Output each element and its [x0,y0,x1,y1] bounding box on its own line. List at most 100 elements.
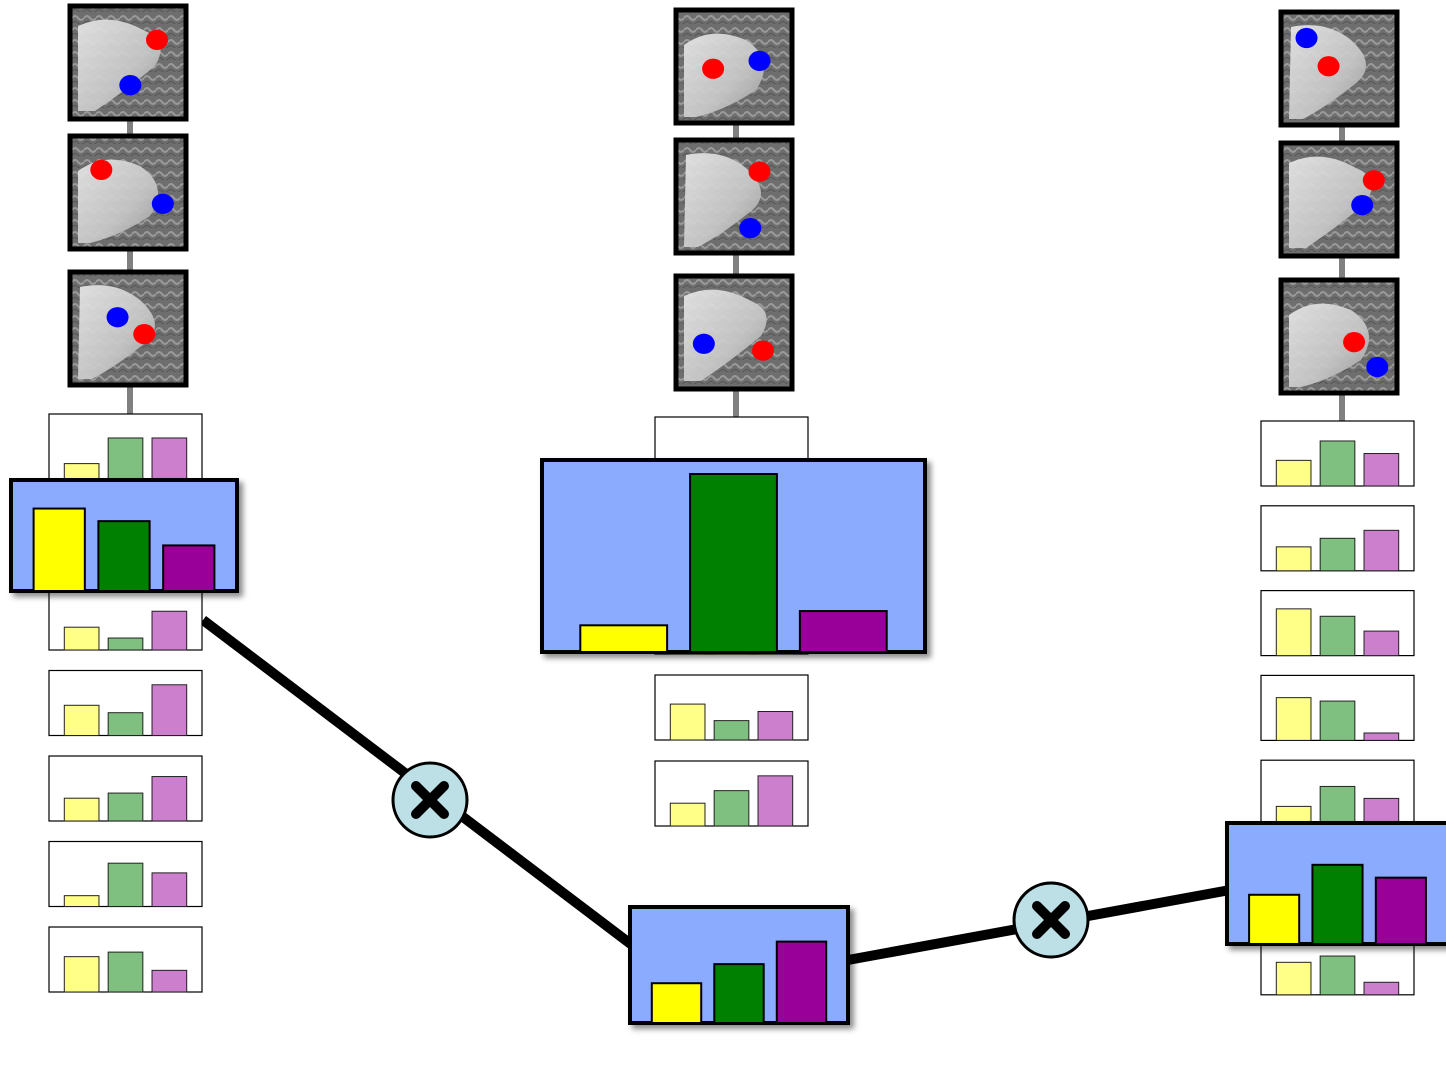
highlighted-histogram [540,458,927,654]
red-point-marker [752,340,774,361]
bar-purple [798,610,888,653]
bar-green [1311,863,1364,946]
bar-yellow [1275,697,1312,741]
histogram [48,926,203,993]
bar-green [689,473,778,653]
bar-purple [1374,876,1427,945]
blue-point-marker [1366,356,1389,378]
bar-yellow [1275,459,1312,487]
highlighted-histogram [1225,821,1446,946]
blue-point-marker [1295,27,1318,49]
bar-green [107,792,144,822]
red-point-marker [133,324,156,345]
blue-point-marker [739,218,762,239]
multiply-x-icon [411,781,449,819]
bar-yellow [32,507,86,592]
bar-green [107,437,144,480]
red-point-marker [90,159,113,181]
bar-yellow [63,463,100,480]
image-patch [1278,9,1400,128]
tissue-region [78,159,158,243]
blue-point-marker [151,193,174,214]
histogram [48,755,203,822]
bar-yellow [669,703,706,741]
histogram [654,674,809,741]
middle-column [540,7,927,1025]
tissue-region [684,153,761,247]
red-point-marker [146,29,168,51]
right-column [1225,9,1446,996]
bar-purple [151,969,188,993]
bar-green [97,520,151,592]
histogram [48,584,203,651]
image-patch [67,133,189,252]
histogram [1260,589,1415,657]
bar-yellow [1248,893,1301,946]
blue-point-marker [748,50,771,71]
red-point-marker [1362,170,1385,191]
image-patch [1278,140,1400,259]
bar-green [713,790,750,827]
bar-yellow [579,624,669,653]
multiply-node [391,761,469,839]
red-point-marker [748,161,771,182]
histogram [1260,759,1415,826]
multiply-nodes-layer [391,761,1090,959]
bar-green [1319,615,1356,657]
blue-point-marker [106,307,129,328]
selected-histogram [628,905,850,1025]
histogram [48,840,203,908]
histogram [1260,505,1415,572]
bar-yellow [63,704,100,736]
bar-green [107,637,144,651]
bar-yellow [1275,608,1312,657]
bar-purple [1363,453,1400,487]
histogram [48,669,203,737]
bar-yellow [63,956,100,993]
bar-purple [1363,732,1400,741]
blue-point-marker [1351,195,1374,216]
red-point-marker [702,58,725,79]
bar-green [107,951,144,993]
bar-yellow [669,802,706,827]
bar-purple [1363,529,1400,572]
bar-yellow [1275,961,1312,996]
histogram [1260,420,1415,487]
multiply-x-icon [1032,901,1070,939]
blue-point-marker [119,74,142,96]
red-point-marker [1343,332,1366,353]
bar-purple [162,544,216,592]
blue-point-marker [692,333,715,354]
image-patch [1278,277,1400,396]
bar-purple [757,775,794,827]
bar-green [1319,700,1356,741]
image-patch [673,137,795,256]
multiply-node [1012,881,1090,959]
bar-green [107,862,144,907]
bar-purple [1363,981,1400,996]
bar-purple [1363,797,1400,826]
bar-green [1319,785,1356,826]
bar-green [713,963,765,1024]
left-column [9,3,239,993]
bar-yellow [63,895,100,907]
red-point-marker [1317,56,1340,77]
bar-purple [151,776,188,822]
bar-purple [151,872,188,907]
histogram [48,413,203,480]
columns-layer [9,3,1446,1025]
bar-purple [1363,630,1400,657]
bar-green [1319,955,1356,996]
bar-yellow [63,626,100,651]
bar-purple [151,437,188,480]
tissue-region [1289,156,1372,248]
image-patch [67,269,189,388]
image-patch [67,3,189,122]
bar-green [1319,537,1356,572]
bar-green [107,712,144,737]
image-patch [673,7,795,126]
tissue-region [684,33,764,117]
tissue-region [78,19,161,112]
bar-purple [757,711,794,741]
